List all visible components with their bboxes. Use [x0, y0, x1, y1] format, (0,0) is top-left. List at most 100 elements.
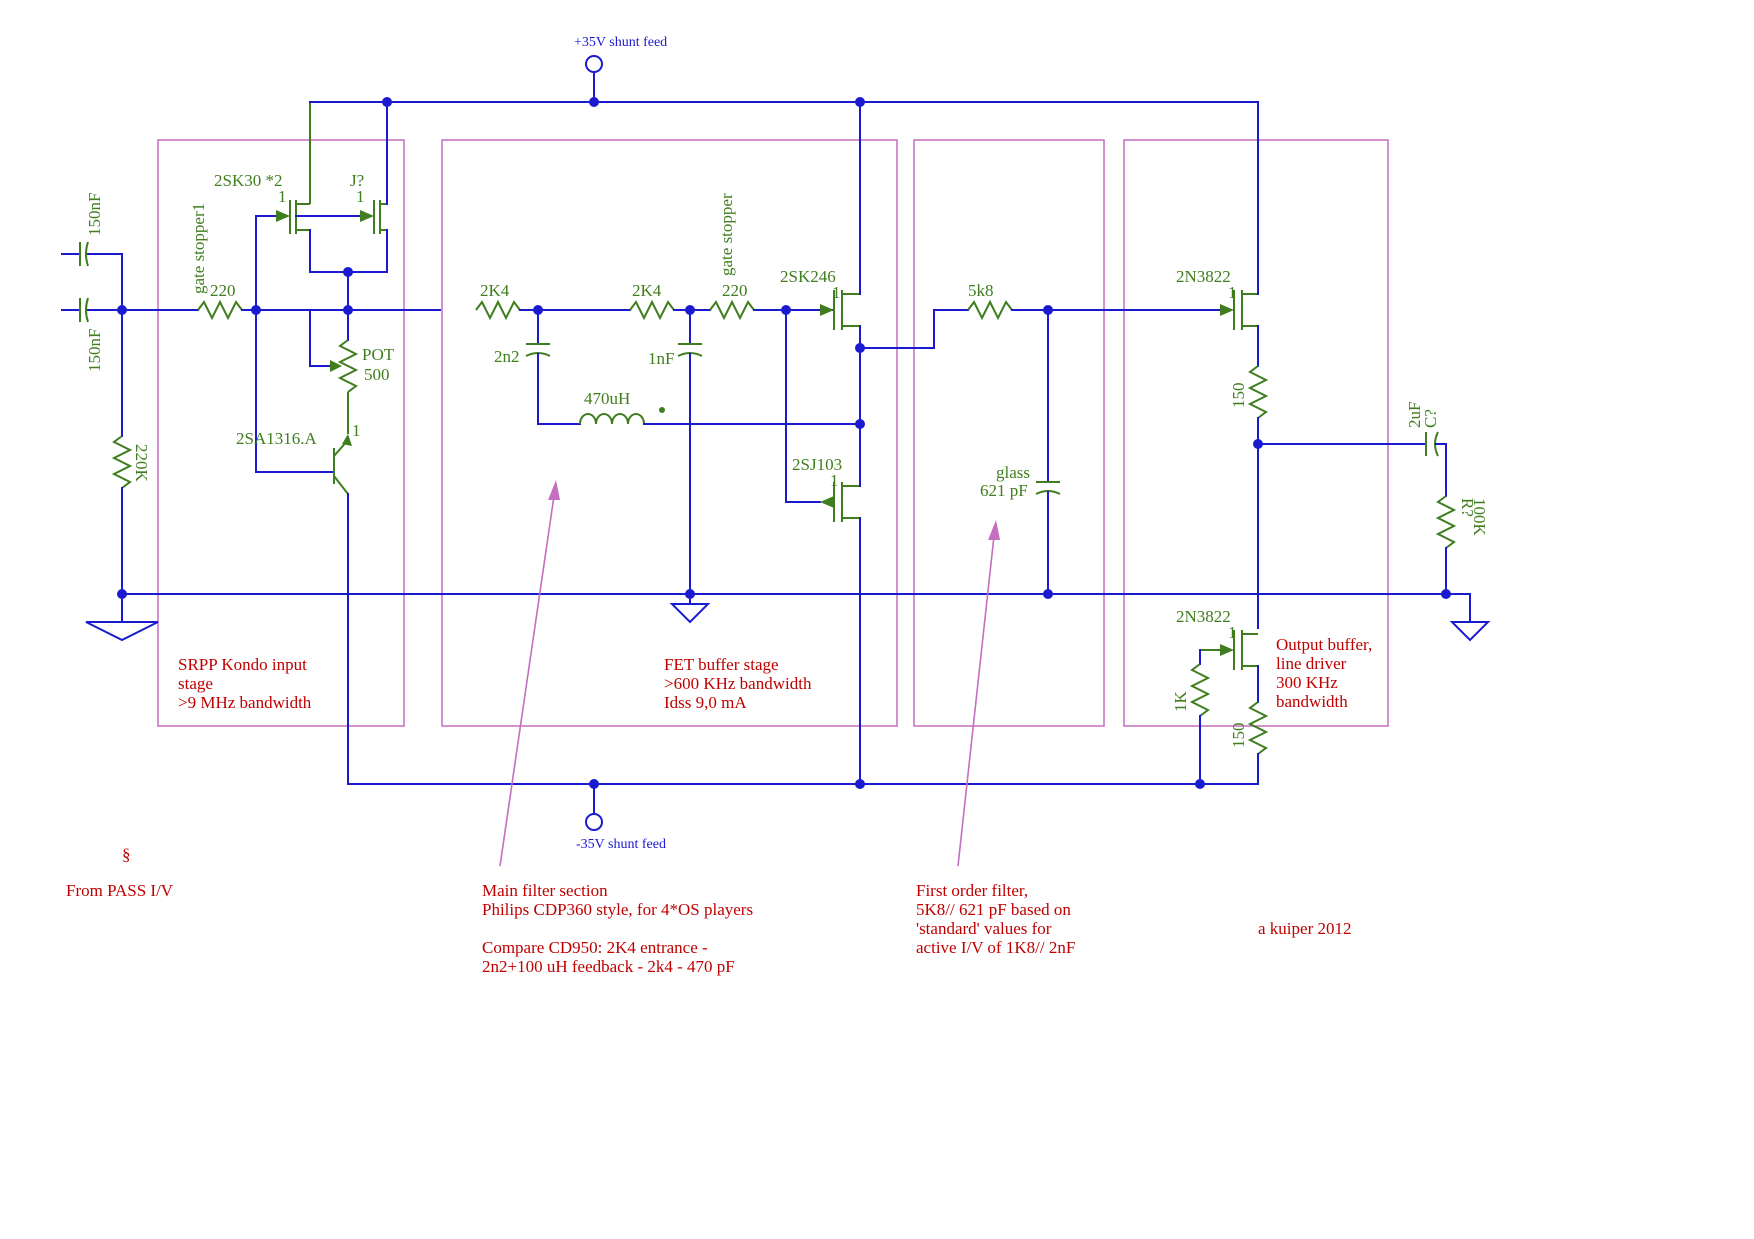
- gate-stopper-label: gate stopper: [717, 193, 736, 276]
- svg-text:>600 KHz bandwidth: >600 KHz bandwidth: [664, 674, 812, 693]
- resistor-220k: [111, 435, 133, 595]
- fet-2sk246-pin: 1: [832, 283, 841, 302]
- fet-2sj103-pin: 1: [830, 471, 839, 490]
- output-cap-value: 2uF: [1405, 402, 1424, 428]
- pot-value: 500: [364, 365, 390, 384]
- svg-text:Idss 9,0 mA: Idss 9,0 mA: [664, 693, 747, 712]
- srpp-section-box: [157, 139, 405, 727]
- first-order-arrow: [957, 520, 1000, 867]
- negative-terminal-icon: [585, 813, 603, 831]
- input-capacitors: [61, 241, 127, 437]
- gate-stopper-resistor: [709, 299, 835, 321]
- resistor-5k8: [859, 299, 1221, 349]
- gate-stopper1-label: gate stopper1: [189, 203, 208, 294]
- fet-2sj103: [785, 309, 861, 785]
- inductor-470uh: [579, 407, 861, 425]
- pot-label: POT: [362, 345, 395, 364]
- section-mark: §: [122, 845, 131, 864]
- jfet-pin-b: 1: [356, 187, 365, 206]
- output-cap-name: C?: [1421, 409, 1440, 428]
- bjt-transistor: [255, 309, 352, 785]
- capacitor-1nf-label: 1nF: [648, 349, 674, 368]
- positive-rail: [309, 55, 1259, 107]
- negative-supply-label: -35V shunt feed: [576, 837, 666, 852]
- capacitor-2n2-label: 2n2: [494, 347, 520, 366]
- output-buffer-note: Output buffer, line driver 300 KHz bandw…: [1276, 635, 1372, 711]
- output-resistor: [1435, 495, 1457, 595]
- resistor-220k-label: 220K: [132, 444, 151, 483]
- svg-text:300 KHz: 300 KHz: [1276, 673, 1338, 692]
- svg-text:active I/V of 1K8// 2nF: active I/V of 1K8// 2nF: [916, 938, 1075, 957]
- resistor-5k8-label: 5k8: [968, 281, 994, 300]
- out-fet-bottom-label: 2N3822: [1176, 607, 1231, 626]
- author-note: a kuiper 2012: [1258, 919, 1351, 938]
- output-capacitor: [1257, 431, 1447, 497]
- resistor-2k4-b-label: 2K4: [632, 281, 662, 300]
- capacitor-2n2: [525, 309, 581, 425]
- resistor-2k4-b: [629, 299, 711, 321]
- fet-buffer-note: FET buffer stage >600 KHz bandwidth Idss…: [664, 655, 812, 712]
- out-fet-bottom-pin: 1: [1228, 623, 1237, 642]
- input-cap-top-label: 150nF: [85, 193, 104, 236]
- svg-text:2n2+100 uH feedback - 2k4 - 47: 2n2+100 uH feedback - 2k4 - 470 pF: [482, 957, 735, 976]
- svg-text:SRPP Kondo input: SRPP Kondo input: [178, 655, 307, 674]
- bjt-pin: 1: [352, 421, 361, 440]
- input-cap-bottom-label: 150nF: [85, 329, 104, 372]
- capacitor-glass-label: glass: [996, 463, 1030, 482]
- gate-stopper1-resistor: [121, 299, 441, 321]
- svg-text:'standard' values for: 'standard' values for: [916, 919, 1052, 938]
- first-order-note: First order filter, 5K8// 621 pF based o…: [916, 881, 1075, 957]
- svg-text:bandwidth: bandwidth: [1276, 692, 1348, 711]
- resistor-1k: [1189, 649, 1211, 785]
- positive-supply-label: +35V shunt feed: [574, 35, 667, 50]
- inductor-label: 470uH: [584, 389, 630, 408]
- capacitor-1nf: [677, 309, 703, 595]
- svg-text:5K8// 621 pF based on: 5K8// 621 pF based on: [916, 900, 1071, 919]
- main-filter-note: Main filter section Philips CDP360 style…: [482, 881, 753, 976]
- fet-buffer-section-box: [441, 139, 898, 727]
- srpp-note: SRPP Kondo input stage >9 MHz bandwidth: [178, 655, 312, 712]
- out-fet-bottom: [1199, 630, 1259, 703]
- positive-terminal-icon: [585, 55, 603, 73]
- svg-text:Philips CDP360 style, for 4*O: Philips CDP360 style, for 4*OS players: [482, 900, 753, 919]
- svg-text:stage: stage: [178, 674, 213, 693]
- out-fet-top-label: 2N3822: [1176, 267, 1231, 286]
- negative-rail: [347, 779, 1259, 831]
- resistor-150-top-label: 150: [1229, 383, 1248, 409]
- fet-2sj103-label: 2SJ103: [792, 455, 842, 474]
- ground-rail: [85, 589, 1491, 642]
- svg-text:Main filter section: Main filter section: [482, 881, 608, 900]
- fet-2sk246-label: 2SK246: [780, 267, 836, 286]
- svg-text:Output buffer,: Output buffer,: [1276, 635, 1372, 654]
- out-fet-top-pin: 1: [1228, 283, 1237, 302]
- resistor-150-top: [1247, 365, 1269, 629]
- svg-text:Compare CD950: 2K4 entrance -: Compare CD950: 2K4 entrance -: [482, 938, 708, 957]
- ground-icon-mid: [669, 603, 711, 624]
- bjt-label: 2SA1316.A: [236, 429, 317, 448]
- resistor-1k-label: 1K: [1171, 691, 1190, 713]
- from-pass-note: From PASS I/V: [66, 881, 174, 900]
- out-fet-top: [1220, 101, 1259, 367]
- resistor-2k4-a-label: 2K4: [480, 281, 510, 300]
- resistor-2k4-a: [475, 299, 631, 321]
- resistor-150-bottom: [1247, 701, 1269, 785]
- gate-stopper-value: 220: [722, 281, 748, 300]
- svg-text:line driver: line driver: [1276, 654, 1347, 673]
- svg-text:First order filter,: First order filter,: [916, 881, 1028, 900]
- resistor-150-bottom-label: 150: [1229, 723, 1248, 749]
- capacitor-glass-value: 621 pF: [980, 481, 1028, 500]
- output-resistor-value: 100K: [1470, 498, 1489, 537]
- main-filter-arrow: [499, 480, 560, 867]
- svg-text:>9 MHz bandwidth: >9 MHz bandwidth: [178, 693, 312, 712]
- svg-text:FET buffer stage: FET buffer stage: [664, 655, 779, 674]
- output-resistor-name: R?: [1458, 498, 1477, 517]
- capacitor-glass: [1035, 309, 1061, 595]
- first-order-filter-box: [913, 139, 1105, 727]
- jfet-pair: [255, 101, 388, 311]
- jfet-unknown-label: J?: [350, 171, 364, 190]
- potentiometer: [309, 309, 359, 434]
- gate-stopper1-value: 220: [210, 281, 236, 300]
- jfet-pair-label: 2SK30 *2: [214, 171, 282, 190]
- ground-icon-right: [1449, 621, 1491, 642]
